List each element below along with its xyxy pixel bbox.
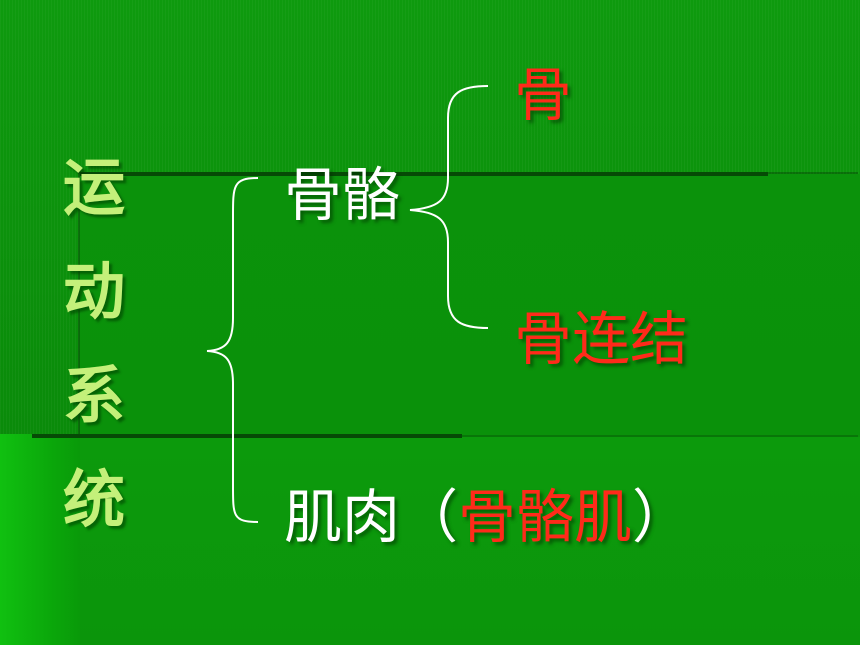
brace-skeleton [409,85,489,329]
title-char-2: 动 [62,255,125,328]
background-panel-bottom [32,437,860,645]
node-skeletal-muscle: 骨骼肌 [458,483,633,551]
node-muscle-suffix: ） [632,483,691,551]
title-char-1: 运 [62,151,125,224]
node-bone: 骨 [514,61,573,129]
title-char-3: 系 [62,359,125,432]
divider-rule-middle [32,434,462,438]
background-panel-left-strip [0,434,80,645]
node-muscle: 肌肉（骨骼肌） [284,484,690,550]
brace-main [206,177,259,523]
title-char-4: 统 [62,463,125,536]
node-skeleton: 骨骼 [284,161,401,229]
node-muscle-prefix: 肌肉（ [284,483,459,551]
node-joint: 骨连结 [514,305,689,373]
divider-rule-top [80,172,768,176]
